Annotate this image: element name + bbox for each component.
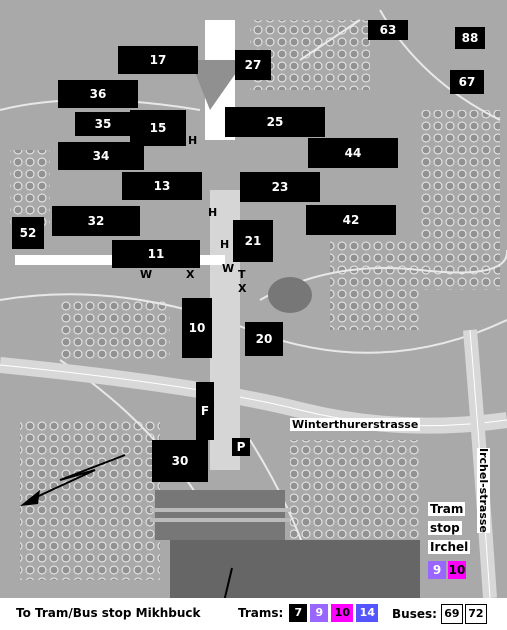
trams-label: Trams: bbox=[238, 606, 284, 620]
building-11[interactable]: 11 bbox=[112, 240, 200, 268]
tree-area bbox=[20, 420, 160, 580]
tram-9-chip[interactable]: 9 bbox=[310, 604, 329, 622]
pond bbox=[268, 277, 312, 313]
arrow-head bbox=[20, 490, 40, 506]
tram-9-chip[interactable]: 9 bbox=[428, 561, 446, 579]
tram-10-chip[interactable]: 10 bbox=[448, 561, 466, 579]
building-15[interactable]: 15 bbox=[130, 110, 186, 146]
marker-W: W bbox=[222, 262, 235, 275]
building-23[interactable]: 23 bbox=[240, 172, 320, 202]
marker-H: H bbox=[208, 206, 218, 219]
tree-area bbox=[290, 440, 420, 540]
direction-text: To Tram/Bus stop Mikhbuck bbox=[16, 606, 201, 620]
north-arrow bbox=[29, 454, 126, 501]
road-edge bbox=[0, 364, 507, 427]
building-88[interactable]: 88 bbox=[455, 27, 485, 49]
tram-7-chip[interactable]: 7 bbox=[289, 604, 308, 622]
building-36[interactable]: 36 bbox=[58, 80, 138, 108]
parking-area bbox=[155, 490, 285, 540]
south-arrow bbox=[223, 567, 233, 598]
buses-label: Buses: bbox=[392, 607, 437, 621]
building-67[interactable]: 67 bbox=[450, 70, 484, 94]
stripes bbox=[150, 508, 290, 512]
tree-area bbox=[10, 150, 50, 230]
building-44[interactable]: 44 bbox=[308, 138, 398, 168]
road bbox=[0, 357, 507, 434]
tram-stop-line-3: Irchel bbox=[428, 540, 471, 554]
tram-10-chip[interactable]: 10 bbox=[331, 604, 354, 622]
building-32[interactable]: 32 bbox=[52, 206, 140, 236]
bus-72-chip[interactable]: 72 bbox=[464, 604, 487, 624]
bus-69-chip[interactable]: 69 bbox=[440, 604, 463, 624]
marker-X: X bbox=[238, 282, 247, 295]
building-13[interactable]: 13 bbox=[122, 172, 202, 200]
tree-area bbox=[420, 110, 500, 290]
building-42[interactable]: 42 bbox=[306, 205, 396, 235]
buses-group: Buses: 69 72 bbox=[392, 604, 489, 624]
building-21[interactable]: 21 bbox=[233, 220, 273, 262]
building-35[interactable]: 35 bbox=[75, 112, 131, 136]
marker-H: H bbox=[188, 134, 198, 147]
path bbox=[299, 19, 361, 61]
building-25[interactable]: 25 bbox=[225, 107, 325, 137]
building-17[interactable]: 17 bbox=[118, 46, 198, 74]
marker-T: T bbox=[238, 268, 246, 281]
trams-group: Trams: 7 9 10 14 bbox=[238, 604, 381, 622]
building-52[interactable]: 52 bbox=[12, 217, 44, 249]
building-63[interactable]: 63 bbox=[368, 20, 408, 40]
building-10[interactable]: 10 bbox=[182, 298, 212, 358]
marker-X: X bbox=[186, 268, 195, 281]
stripes bbox=[150, 518, 290, 522]
building-20[interactable]: 20 bbox=[245, 322, 283, 356]
marker-H: H bbox=[220, 238, 230, 251]
building-27[interactable]: 27 bbox=[235, 50, 271, 80]
marker-W: W bbox=[140, 268, 153, 281]
dark-area bbox=[170, 540, 420, 598]
building-F[interactable]: F bbox=[196, 382, 214, 440]
tree-area bbox=[330, 240, 420, 330]
map-background bbox=[0, 9, 507, 598]
building-30[interactable]: 30 bbox=[152, 440, 208, 482]
building-34[interactable]: 34 bbox=[58, 142, 144, 170]
tree-area bbox=[60, 300, 170, 360]
street-label-winterthurerstrasse: Winterthurerstrasse bbox=[290, 418, 421, 431]
parking-P[interactable]: P bbox=[232, 438, 250, 456]
street-label-irchelstrasse: Irchel-strasse bbox=[477, 448, 490, 533]
campus-map: 17 27 63 88 67 36 35 15 25 34 44 13 23 3… bbox=[0, 0, 507, 598]
tram-14-chip[interactable]: 14 bbox=[356, 604, 379, 622]
legend: To Tram/Bus stop Mikhbuck Trams: 7 9 10 … bbox=[0, 598, 507, 630]
tram-stop-line-2: stop bbox=[428, 521, 462, 535]
plaza bbox=[190, 60, 245, 110]
tram-stop-line-1: Tram bbox=[428, 502, 466, 516]
